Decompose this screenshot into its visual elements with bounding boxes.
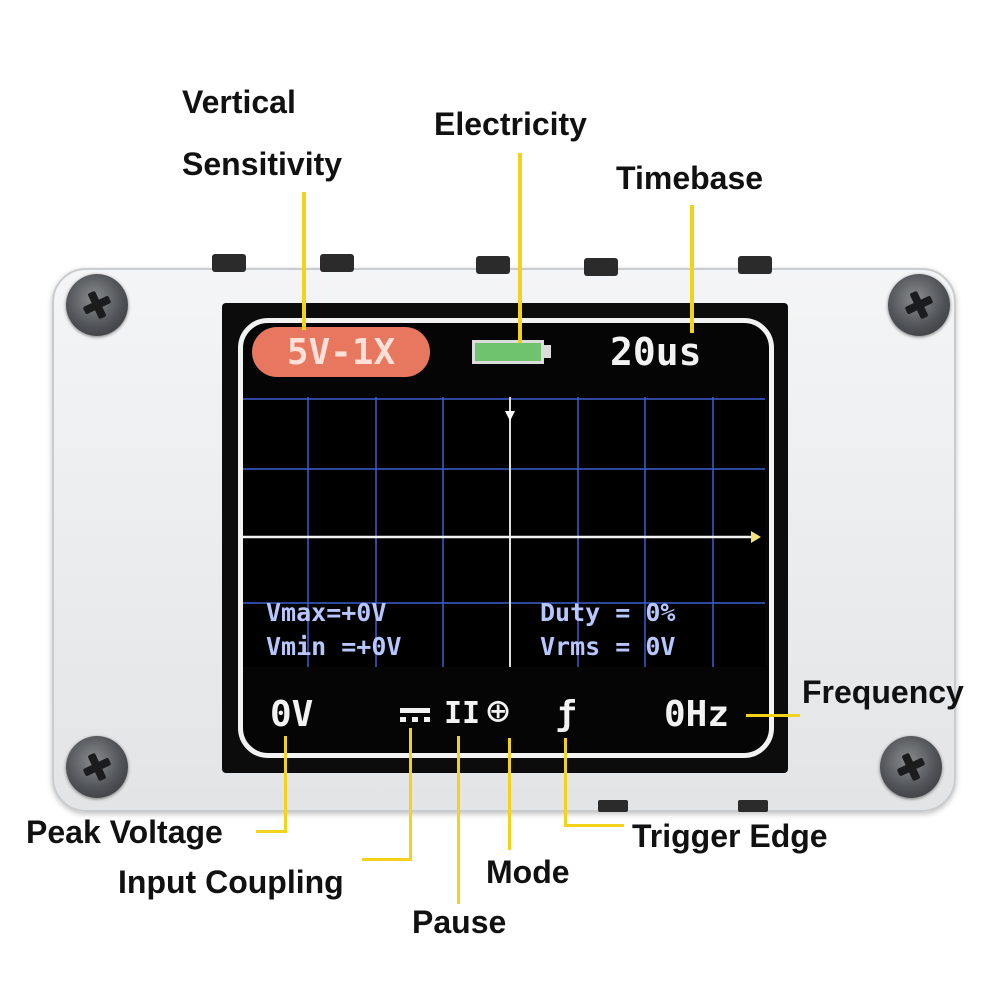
trigger-position-marker — [505, 411, 515, 421]
vrms-readout: Vrms = 0V — [540, 632, 676, 661]
pause-icon: II — [444, 696, 481, 731]
leader-trigger-edge-h — [564, 824, 624, 827]
leader-mode — [508, 738, 511, 850]
leader-input-coupling — [409, 728, 412, 860]
top-button-3[interactable] — [476, 256, 510, 274]
leader-vertical-sensitivity — [302, 192, 306, 330]
screw-icon — [66, 274, 128, 336]
leader-electricity — [518, 153, 522, 343]
leader-peak-voltage-h — [256, 830, 287, 833]
leader-peak-voltage — [284, 736, 287, 832]
frequency-readout: 0Hz — [664, 694, 730, 735]
top-button-2[interactable] — [320, 254, 354, 272]
bottom-button-1[interactable] — [598, 800, 628, 812]
screw-icon — [888, 274, 950, 336]
screw-icon — [880, 736, 942, 798]
leader-input-coupling-h — [362, 858, 412, 861]
label-timebase: Timebase — [616, 160, 764, 196]
label-trigger-edge: Trigger Edge — [632, 818, 828, 854]
vmin-readout: Vmin =+0V — [266, 632, 402, 661]
leader-frequency — [746, 714, 800, 717]
leader-trigger-edge — [564, 738, 567, 826]
label-vertical-line2: Sensitivity — [182, 146, 343, 182]
vertical-sensitivity-badge: 5V-1X — [252, 327, 430, 377]
top-button-4[interactable] — [584, 258, 618, 276]
label-input-coupling: Input Coupling — [118, 864, 344, 900]
peak-voltage-readout: 0V — [270, 694, 314, 735]
waveform-grid — [243, 397, 765, 667]
label-pause: Pause — [412, 904, 507, 940]
duty-readout: Duty = 0% — [540, 598, 676, 627]
vmax-readout: Vmax=+0V — [266, 598, 387, 627]
leader-timebase — [690, 205, 694, 333]
battery-icon — [472, 340, 544, 364]
mode-icon: ⊕ — [486, 688, 511, 734]
label-mode: Mode — [486, 854, 570, 890]
top-button-1[interactable] — [212, 254, 246, 272]
leader-pause — [457, 736, 460, 904]
trigger-level-marker — [751, 531, 761, 543]
timebase-readout: 20us — [610, 330, 702, 374]
label-electricity: Electricity — [434, 106, 587, 142]
label-frequency: Frequency — [802, 674, 964, 710]
top-button-5[interactable] — [738, 256, 772, 274]
trigger-edge-icon: ƒ — [556, 694, 577, 734]
label-vertical-line1: Vertical — [182, 84, 296, 120]
screw-icon — [66, 736, 128, 798]
battery-tip — [544, 345, 551, 358]
bottom-button-2[interactable] — [738, 800, 768, 812]
dc-coupling-icon — [400, 708, 430, 722]
label-peak-voltage: Peak Voltage — [26, 814, 223, 850]
